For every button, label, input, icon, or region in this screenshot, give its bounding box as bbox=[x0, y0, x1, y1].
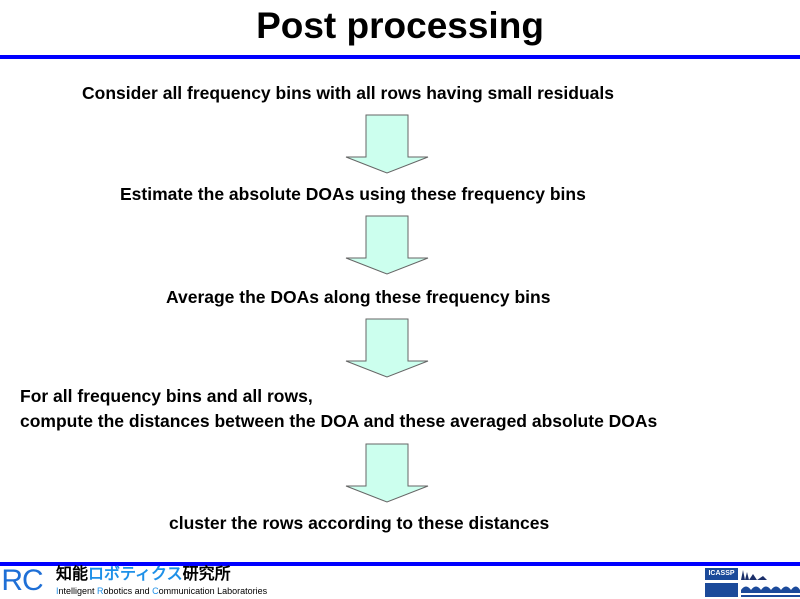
lab-name-en-part: C bbox=[152, 586, 159, 596]
down-arrow-icon bbox=[345, 215, 429, 275]
lab-name-jp-part: 研究所 bbox=[182, 566, 231, 583]
lab-name-jp: 知能ロボティクス研究所 bbox=[56, 566, 231, 584]
lab-name-en-part: ntelligent bbox=[58, 586, 98, 596]
lab-name-en-part: ommunication Laboratories bbox=[158, 586, 268, 596]
lab-name-jp-part: 知能 bbox=[56, 566, 89, 583]
icassp-badge: ICASSP bbox=[705, 568, 738, 580]
slide-title: Post processing bbox=[256, 5, 544, 46]
city-skyline-logo bbox=[741, 570, 800, 597]
step-2: Estimate the absolute DOAs using these f… bbox=[120, 184, 586, 204]
lab-name-jp-part: ロボティクス bbox=[88, 566, 183, 583]
down-arrow-icon bbox=[345, 318, 429, 378]
lab-name-en-part: I bbox=[56, 586, 59, 596]
lab-name-en-part: obotics and bbox=[103, 586, 153, 596]
irc-logo: IRC bbox=[0, 564, 44, 597]
step-4-line-1: For all frequency bins and all rows, bbox=[20, 386, 313, 406]
title-divider bbox=[0, 55, 800, 59]
down-arrow-icon bbox=[345, 443, 429, 503]
step-3: Average the DOAs along these frequency b… bbox=[166, 287, 551, 307]
conference-date-badge bbox=[705, 583, 738, 597]
lab-name-en-part: R bbox=[97, 586, 104, 596]
step-1: Consider all frequency bins with all row… bbox=[82, 83, 614, 103]
down-arrow-icon bbox=[345, 114, 429, 174]
step-4-line-2: compute the distances between the DOA an… bbox=[20, 411, 658, 431]
lab-name-en: Intelligent Robotics and Communication L… bbox=[56, 586, 267, 597]
step-5: cluster the rows according to these dist… bbox=[169, 513, 550, 533]
footer-divider bbox=[0, 562, 800, 566]
